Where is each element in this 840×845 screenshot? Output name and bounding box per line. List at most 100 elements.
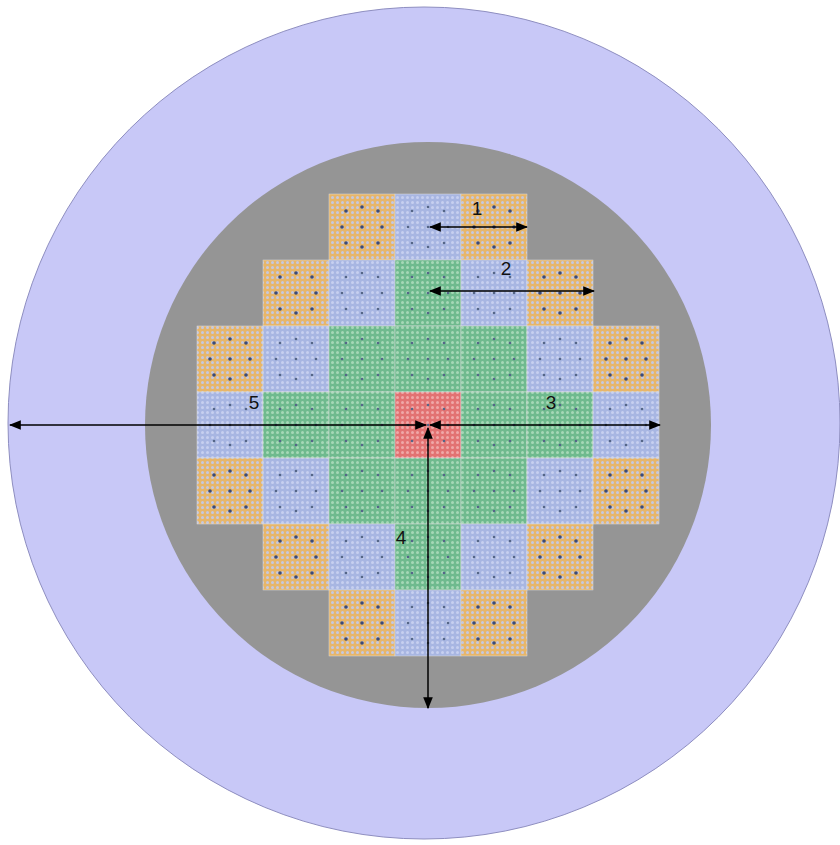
guide-tube — [228, 377, 232, 381]
guide-tube — [543, 440, 546, 443]
guide-tube — [559, 470, 562, 473]
guide-tube — [208, 489, 212, 493]
guide-tube — [244, 373, 248, 377]
guide-tube — [361, 576, 364, 579]
guide-tube — [473, 292, 476, 295]
guide-tube — [275, 490, 278, 493]
guide-tube — [574, 307, 578, 311]
guide-tube — [377, 440, 380, 443]
guide-tube — [377, 540, 380, 543]
guide-tube — [427, 272, 430, 275]
dimension-arrows — [10, 227, 660, 708]
guide-tube — [376, 241, 380, 245]
guide-tube — [609, 408, 612, 411]
guide-tube — [493, 312, 496, 315]
guide-tube — [380, 621, 384, 625]
guide-tube — [624, 357, 628, 361]
guide-tube — [411, 638, 414, 641]
guide-tube — [443, 242, 446, 245]
guide-tube — [477, 308, 480, 311]
guide-tube — [310, 539, 314, 543]
fuel-assembly — [197, 326, 263, 392]
guide-tube — [345, 506, 348, 509]
guide-tube — [360, 601, 364, 605]
fuel-assembly — [263, 326, 329, 392]
guide-tube — [361, 272, 364, 275]
guide-tube — [492, 641, 496, 645]
guide-tube — [473, 490, 476, 493]
guide-tube — [624, 337, 628, 341]
guide-tube — [427, 246, 430, 249]
guide-tube — [360, 621, 364, 625]
guide-tube — [411, 606, 414, 609]
guide-tube — [315, 358, 318, 361]
guide-tube — [381, 490, 384, 493]
guide-tube — [558, 311, 562, 315]
guide-tube — [411, 572, 414, 575]
guide-tube — [575, 408, 578, 411]
guide-tube — [311, 474, 314, 477]
guide-tube — [575, 474, 578, 477]
guide-tube — [295, 490, 298, 493]
guide-tube — [492, 621, 496, 625]
guide-tube — [411, 506, 414, 509]
fuel-assembly — [527, 260, 593, 326]
guide-tube — [295, 358, 298, 361]
guide-tube — [295, 470, 298, 473]
guide-tube — [361, 292, 364, 295]
guide-tube — [411, 210, 414, 213]
guide-tube — [509, 408, 512, 411]
guide-tube — [377, 276, 380, 279]
guide-tube — [558, 575, 562, 579]
guide-tube — [274, 555, 278, 559]
guide-tube — [493, 470, 496, 473]
guide-tube — [411, 540, 414, 543]
guide-tube — [229, 444, 232, 447]
guide-tube — [377, 572, 380, 575]
guide-tube — [513, 490, 516, 493]
guide-tube — [447, 622, 450, 625]
guide-tube — [427, 338, 430, 341]
guide-tube — [559, 444, 562, 447]
guide-tube — [493, 404, 496, 407]
callout-number: 2 — [501, 259, 512, 278]
guide-tube — [477, 408, 480, 411]
guide-tube — [476, 241, 480, 245]
guide-tube — [344, 637, 348, 641]
guide-tube — [213, 408, 216, 411]
guide-tube — [574, 539, 578, 543]
guide-tube — [361, 490, 364, 493]
guide-tube — [345, 572, 348, 575]
guide-tube — [248, 489, 252, 493]
guide-tube — [508, 241, 512, 245]
guide-tube — [310, 275, 314, 279]
guide-tube — [508, 605, 512, 609]
guide-tube — [443, 408, 446, 411]
guide-tube — [275, 358, 278, 361]
guide-tube — [513, 556, 516, 559]
guide-tube — [407, 226, 410, 229]
guide-tube — [411, 342, 414, 345]
guide-tube — [344, 241, 348, 245]
guide-tube — [609, 440, 612, 443]
fuel-assembly — [527, 524, 593, 590]
guide-tube — [407, 556, 410, 559]
guide-tube — [476, 637, 480, 641]
guide-tube — [443, 572, 446, 575]
guide-tube — [345, 276, 348, 279]
guide-tube — [640, 473, 644, 477]
dimension-arrow — [430, 226, 527, 228]
guide-tube — [360, 641, 364, 645]
guide-tube — [543, 506, 546, 509]
guide-tube — [443, 374, 446, 377]
guide-tube — [208, 357, 212, 361]
guide-tube — [447, 292, 450, 295]
guide-tube — [294, 555, 298, 559]
guide-tube — [361, 404, 364, 407]
guide-tube — [574, 571, 578, 575]
callout-number: 5 — [249, 393, 260, 412]
guide-tube — [279, 506, 282, 509]
guide-tube — [509, 308, 512, 311]
